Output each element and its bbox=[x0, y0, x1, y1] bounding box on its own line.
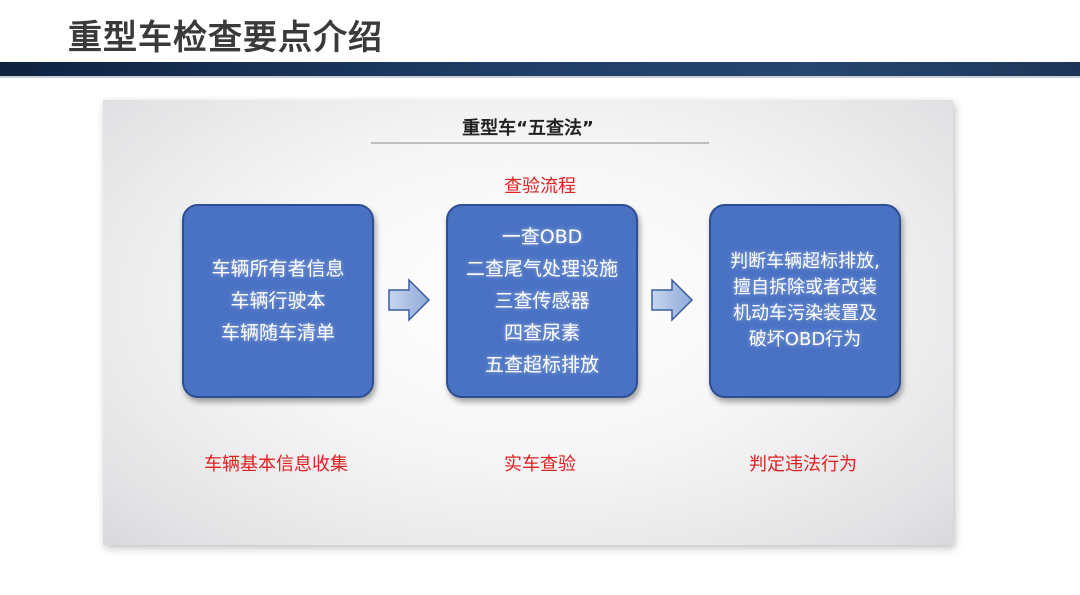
stage-line: 机动车污染装置及 bbox=[733, 303, 877, 324]
stage-box-info: 车辆所有者信息 车辆行驶本 车辆随车清单 bbox=[182, 204, 374, 398]
stage-line: 车辆行驶本 bbox=[230, 290, 326, 312]
arrow-right-icon bbox=[651, 278, 694, 322]
stage-caption: 实车查验 bbox=[504, 454, 576, 475]
flow-label: 查验流程 bbox=[504, 176, 576, 197]
stage-line: 二查尾气处理设施 bbox=[465, 258, 618, 280]
stage-line: 擅自拆除或者改装 bbox=[733, 277, 877, 298]
stage-line: 三查传感器 bbox=[494, 290, 590, 312]
stage-line: 车辆随车清单 bbox=[220, 322, 335, 344]
title-underline bbox=[371, 142, 709, 144]
content-panel: 重型车“五查法” 查验流程 车辆所有者信息 车辆行驶本 车辆随车清单 一查OBD… bbox=[103, 100, 953, 545]
panel-title: 重型车“五查法” bbox=[462, 118, 594, 139]
stage-line: 破坏OBD行为 bbox=[748, 329, 862, 350]
stage-caption: 判定违法行为 bbox=[749, 454, 857, 475]
stage-caption: 车辆基本信息收集 bbox=[204, 454, 348, 475]
stage-box-judgement: 判断车辆超标排放, 擅自拆除或者改装 机动车污染装置及 破坏OBD行为 bbox=[709, 204, 901, 398]
stage-line: 四查尿素 bbox=[503, 322, 580, 344]
stage-line: 判断车辆超标排放, bbox=[730, 251, 880, 272]
stage-box-inspection: 一查OBD 二查尾气处理设施 三查传感器 四查尿素 五查超标排放 bbox=[446, 204, 638, 398]
header-divider bbox=[0, 76, 1080, 78]
arrow-right-icon bbox=[388, 278, 431, 322]
stage-line: 一查OBD bbox=[501, 226, 583, 248]
stage-line: 车辆所有者信息 bbox=[211, 258, 345, 280]
page-title: 重型车检查要点介绍 bbox=[68, 18, 383, 58]
stage-line: 五查超标排放 bbox=[484, 354, 599, 376]
header-bar bbox=[0, 62, 1080, 76]
